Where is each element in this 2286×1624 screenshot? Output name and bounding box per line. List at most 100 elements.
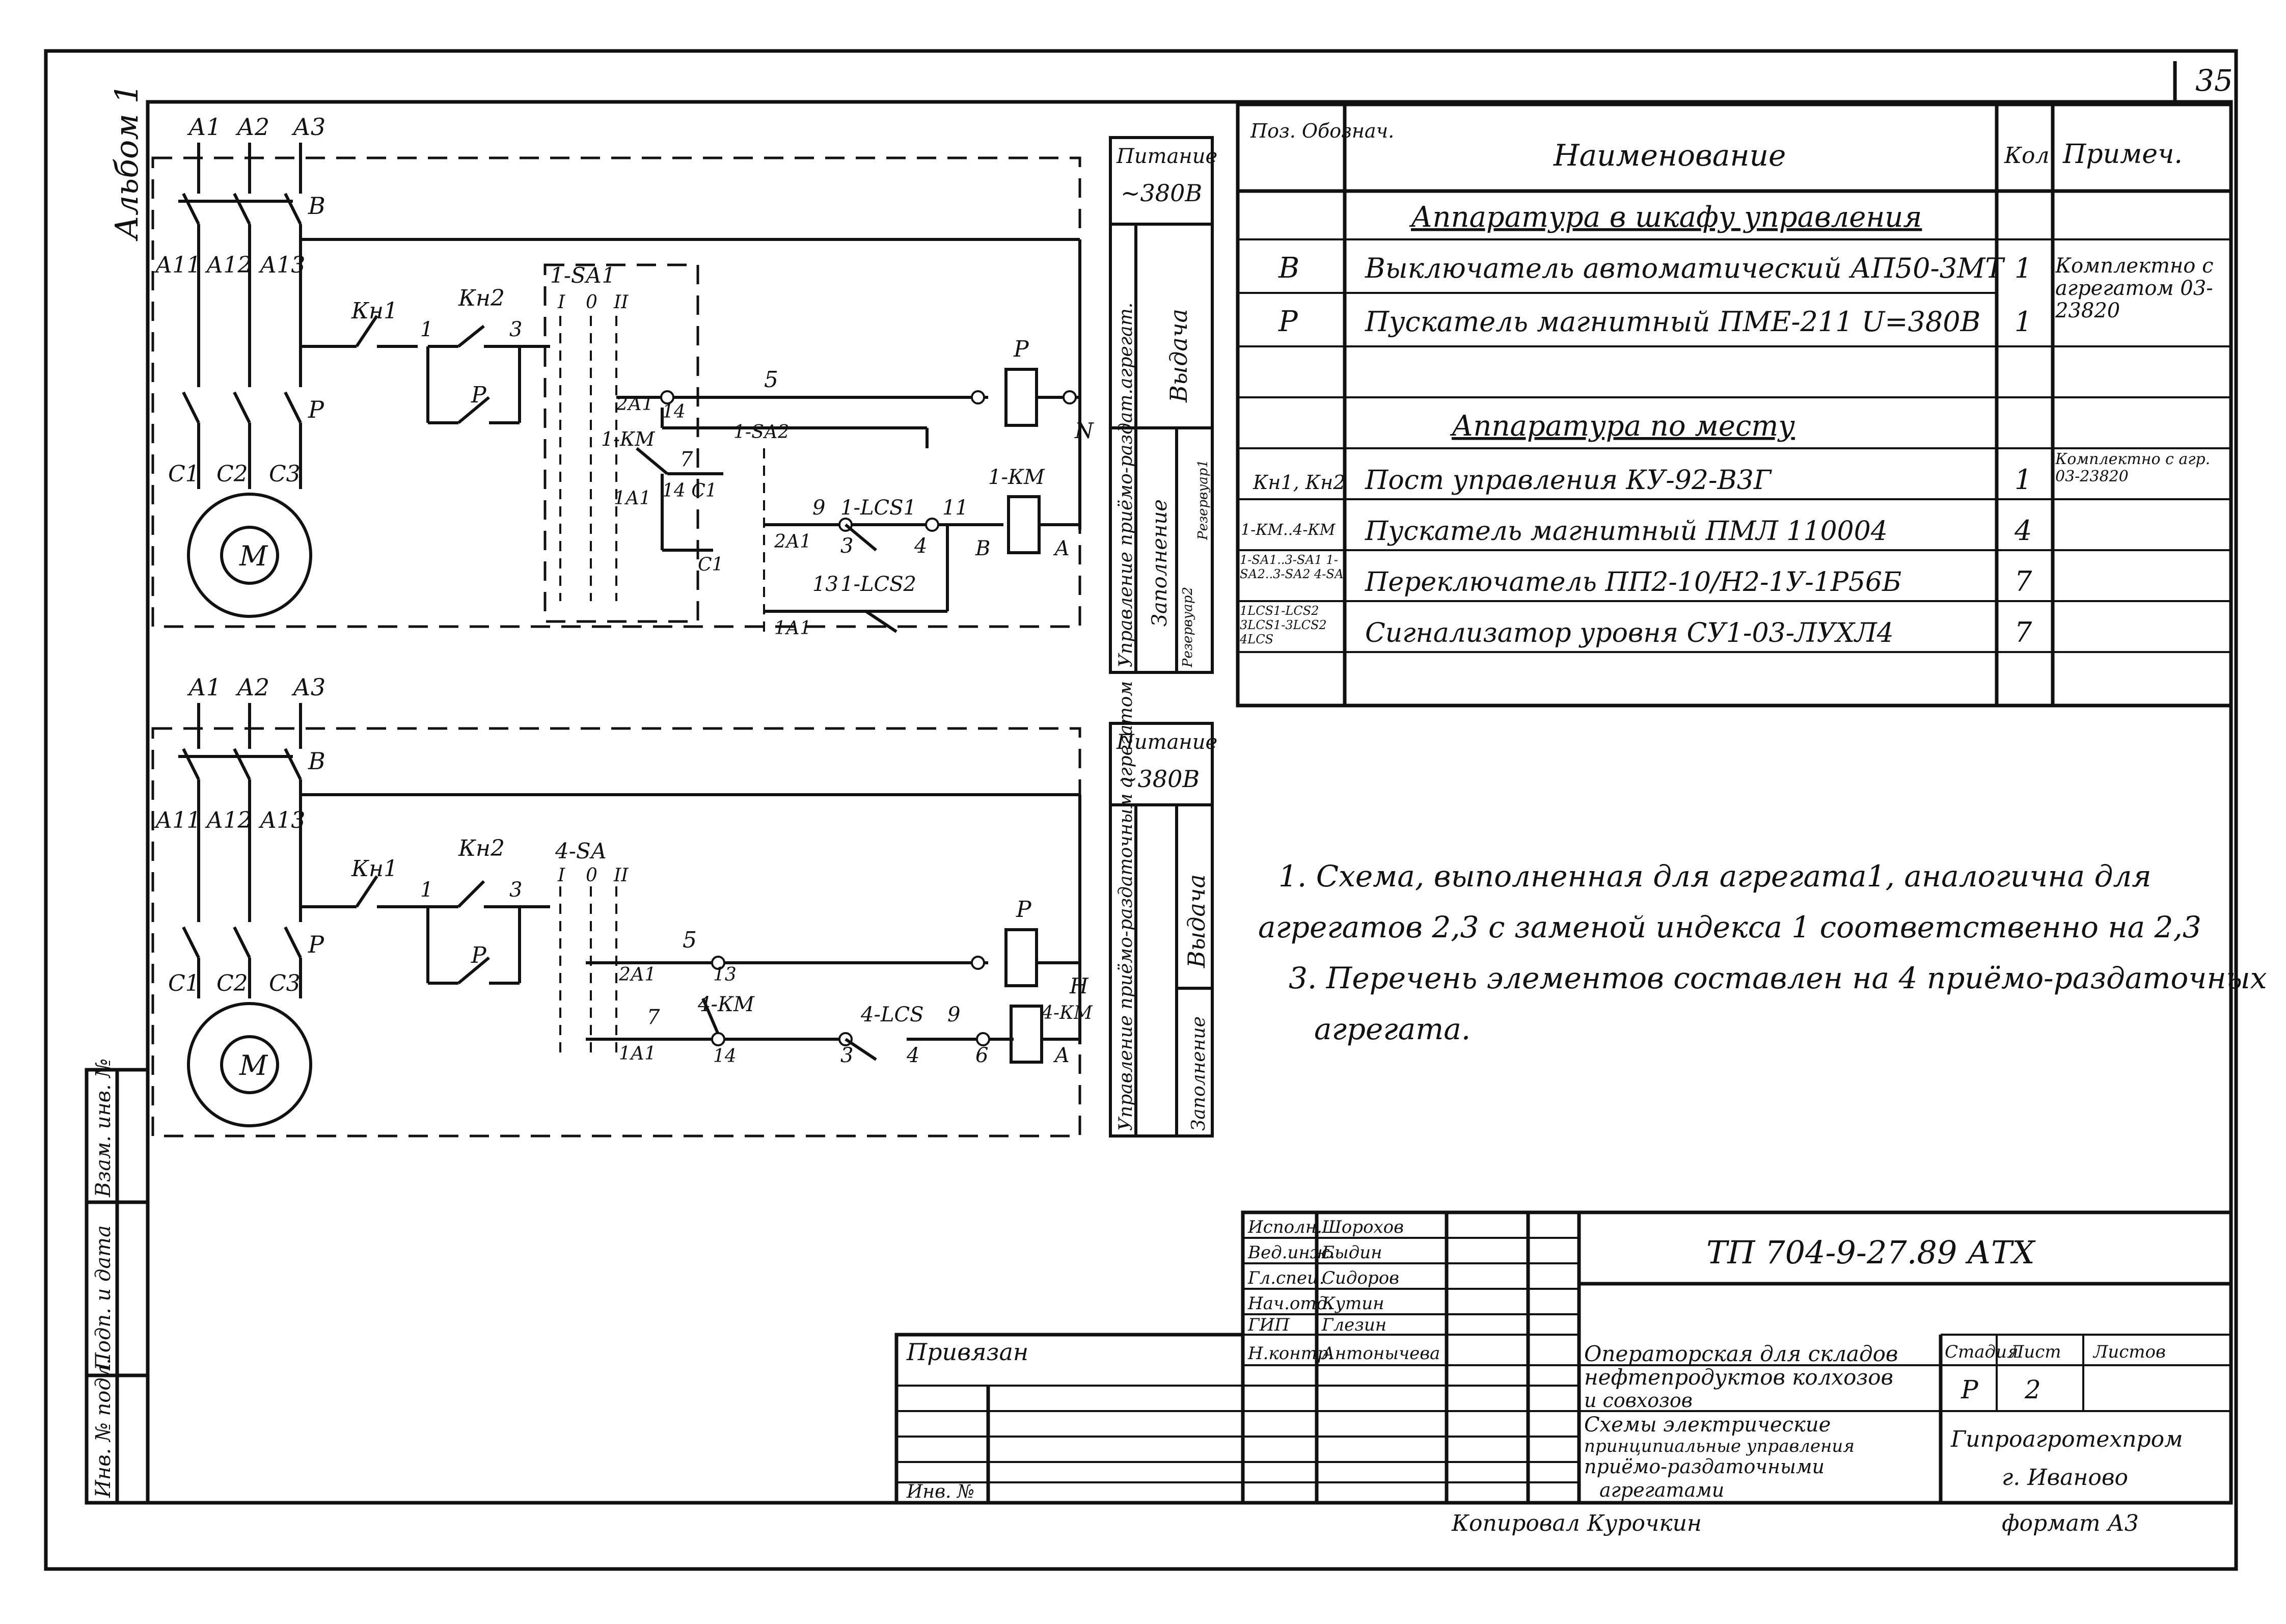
sheet-title-1: Схемы электрические [1584,1413,1831,1437]
node-13-upper: 14 [662,401,686,422]
sheet-value: 2 [2024,1375,2041,1404]
row3-qty: 1 [2015,464,2032,496]
node-n-upper: N [1074,418,1094,443]
row3-pos: Кн1, Кн2 [1253,471,1345,494]
motor-term-c3-lower: С3 [269,970,301,996]
switch-pos-ii-lower: II [613,865,629,886]
copied-by: Копировал Курочкин [1451,1510,1702,1536]
lead-a12: А12 [205,252,252,278]
button-kn2-upper: Кн2 [458,285,505,311]
name-4: Кутин [1321,1293,1384,1314]
reserve2-label: Резервуар2 [1180,587,1195,668]
role-1: Исполн. [1247,1217,1322,1237]
coil-p-lower [1004,928,1038,987]
motor-term-c3: С3 [269,461,301,487]
node-5-lower: 5 [683,927,697,953]
node-9-upper: 9 [812,496,825,520]
fill-label-lower: Заполнение [1188,1016,1209,1131]
name-1: Шорохов [1321,1217,1404,1237]
spec-table: Поз. Обознач. Наименование Кол. Примеч. … [1236,102,2233,708]
motor-term-c2-lower: С2 [216,970,248,996]
hdr-note: Примеч. [2062,139,2183,170]
switch-pos-0-lower: 0 [586,865,597,886]
switch-4sa: 4-SА [555,838,607,863]
row2-qty: 1 [2015,306,2032,338]
node-3b-upper: 3 [840,534,853,558]
row2-pos: Р [1278,305,1298,338]
row2-name: Пускатель магнитный ПМЕ-211 U=380В [1365,306,1980,338]
bound-label: Привязан [906,1338,1028,1366]
button-kn2-lower: Кн2 [458,835,505,861]
node-14-lower: 14 [713,1046,737,1067]
motor-label-upper: М [239,540,268,572]
lead-a11: А11 [154,252,201,278]
breaker-b-lower: В [308,747,325,775]
coil-p-label-lower: Р [1016,897,1032,923]
group-label-upper: Управление приёмо-раздат.агрегат. [1115,303,1136,667]
role-2: Вед.инж. [1247,1242,1335,1263]
inv-orig-label: Инв. № подл. [92,1358,115,1498]
node-a-lower: А [1053,1044,1070,1067]
node-1-lower: 1 [420,878,433,902]
upper-schematic: А1 А2 А3 В А11 А12 А13 Р С1 С2 С3 М [151,113,1217,674]
breaker-b: В [308,192,325,220]
phase-a1: А1 [187,113,221,141]
node-6-lower: 6 [975,1044,988,1067]
object-line-1: Операторская для складов [1584,1341,1898,1366]
note-line-4: агрегата. [1314,1012,1471,1046]
row1-qty: 1 [2015,252,2032,284]
node-5-upper: 5 [764,367,778,393]
coil-p-upper [1004,368,1038,427]
hdr-name: Наименование [1553,138,1786,173]
phase-a2-lower: А2 [235,673,269,701]
row3-note: Комплектно с агр. 03-23820 [2055,451,2211,485]
node-1a1-lower: 1А1 [619,1043,656,1064]
node-9-lower: 9 [947,1003,960,1026]
row3-name: Пост управления КУ-92-В3Г [1365,465,1772,496]
node-1a1-upper: 1А1 [614,488,651,509]
name-6: Антонычева [1321,1343,1440,1364]
lcs4-label: 4-LCS [860,1003,924,1026]
role-5: ГИП [1247,1315,1290,1335]
row4-name: Пускатель магнитный ПМЛ 110004 [1365,516,1888,547]
motor-term-c1: С1 [168,461,200,487]
node-3b-lower: 3 [840,1044,853,1067]
node-h-lower: Н [1069,973,1089,998]
motor-term-c2: С2 [216,461,248,487]
note-line-2: агрегатов 2,3 с заменой индекса 1 соотве… [1258,910,2201,944]
row4-pos: 1-КМ..4-КМ [1241,521,1336,539]
node-11-upper: 11 [942,496,968,520]
contact-p-lower: Р [471,942,487,968]
contactor-p-lower: Р [308,931,324,958]
format-label: формат А3 [2002,1510,2139,1536]
name-2: Быдин [1321,1242,1382,1263]
album-label: Альбом 1 [108,84,145,241]
coil-km-upper [1007,495,1041,554]
switch-1sa2: 1-SА2 [733,422,790,443]
switch-pos-0-upper: 0 [586,292,597,313]
row1-pos: В [1278,252,1299,285]
sheet-label: Лист [2008,1342,2061,1362]
reserve1-label: Резервуар1 [1195,459,1211,540]
row5-pos: 1-SА1..3-SА1 1-SА2..3-SА2 4-SА [1240,553,1344,581]
side-box-upper [1109,136,1214,674]
coil-km-label-lower: 4-КМ [1041,1003,1093,1023]
node-b-upper: В [975,537,990,560]
node-c1-upper: С1 [698,554,723,575]
node-7-upper: 7 [680,448,693,471]
switch-1sa1: 1-SА1 [550,263,615,288]
lead-a13: А13 [258,252,305,278]
stage-label: Стадия [1945,1342,2018,1362]
group-label-lower: Управление приёмо-раздаточным агрегатом [1115,681,1136,1131]
switch-pos-ii-upper: II [613,292,629,313]
role-4: Нач.отд. [1247,1293,1333,1314]
inv-label: Инв. № [906,1481,974,1502]
stage-value: Р [1961,1375,1979,1404]
left-stamp: Инв. № подл. Подп. и дата Взам. инв. № [85,1059,150,1505]
note1: Комплектно с агрегатом 03-23820 [2055,255,2214,322]
row5-qty: 7 [2015,565,2032,598]
motor-term-c1-lower: С1 [168,970,200,996]
node-2a1-lower: 2А1 [618,964,656,985]
section2-title: Аппаратура по месту [1450,410,1795,443]
